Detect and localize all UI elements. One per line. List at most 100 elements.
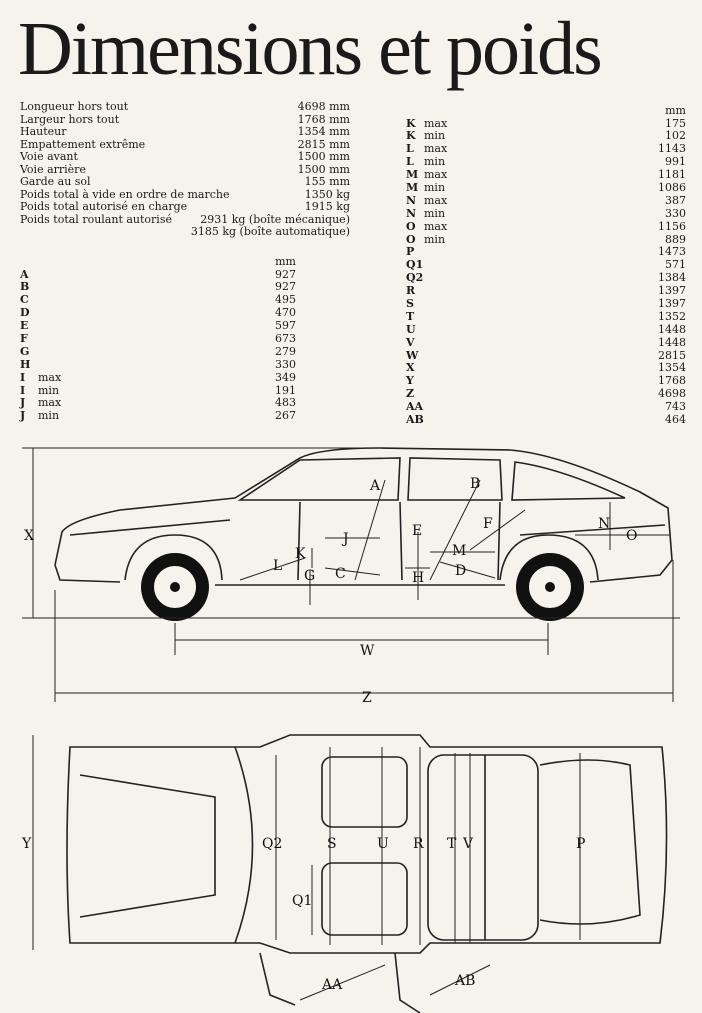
label-v: V xyxy=(462,836,474,852)
page-title: Dimensions et poids xyxy=(18,7,603,91)
dimension-qualifier xyxy=(38,269,98,282)
dimension-value: 1181 xyxy=(658,168,686,182)
dimension-letter: P xyxy=(406,245,415,259)
dimension-row: Q2 1384 xyxy=(406,271,686,285)
label-s: S xyxy=(327,836,337,852)
label-q1: Q1 xyxy=(292,893,312,909)
unit-label: mm xyxy=(665,104,686,117)
dimension-value: 387 xyxy=(665,193,686,207)
dimension-qualifier xyxy=(424,259,484,272)
dimension-value: 470 xyxy=(275,306,296,320)
label-x: X xyxy=(24,528,34,544)
dimension-letter: G xyxy=(20,344,30,358)
dimension-letter: U xyxy=(406,322,416,336)
dimension-letter: C xyxy=(20,293,29,307)
dimension-qualifier xyxy=(424,311,484,324)
dimension-qualifier: max xyxy=(424,168,448,182)
dimension-qualifier xyxy=(424,362,484,375)
dimension-qualifier: min xyxy=(38,383,60,397)
side-view-drawing: X W Z A B E F J K L G C H M D N O xyxy=(22,447,680,705)
dimension-value: 889 xyxy=(665,232,686,246)
front-window xyxy=(237,457,401,501)
label-e: E xyxy=(412,523,422,539)
rear-quarter-window xyxy=(511,461,626,501)
spec-row: 3185 kg (boîte automatique) xyxy=(190,225,350,238)
dimension-qualifier xyxy=(38,320,98,333)
label-c: C xyxy=(335,566,346,582)
dimension-letter: K xyxy=(406,129,416,143)
dimension-letter: Y xyxy=(406,374,414,388)
dimension-value: 1397 xyxy=(658,284,686,298)
dimension-letter: F xyxy=(20,331,28,345)
label-b: B xyxy=(470,476,480,492)
dimension-qualifier: max xyxy=(38,396,62,410)
dimension-qualifier xyxy=(38,346,98,359)
label-aa: AA xyxy=(321,977,343,993)
dimension-qualifier: min xyxy=(424,206,446,220)
label-m: M xyxy=(452,543,466,559)
dimension-value: 1384 xyxy=(658,271,686,285)
label-o: O xyxy=(626,528,637,544)
dimension-letter: B xyxy=(20,280,30,294)
dimension-value: 483 xyxy=(275,396,296,410)
dimension-qualifier xyxy=(424,337,484,350)
dimension-letter: J xyxy=(20,409,26,423)
dim-line-l xyxy=(239,557,306,581)
door-lines xyxy=(297,501,501,581)
tail-line xyxy=(519,524,666,536)
dimension-value: 2815 xyxy=(658,348,686,362)
car-body-outline xyxy=(54,447,673,583)
dimension-letter: K xyxy=(406,116,416,130)
dimension-letter: Q1 xyxy=(406,258,424,272)
label-z: Z xyxy=(362,690,372,705)
dimension-letter: M xyxy=(406,180,419,194)
dimension-value: 175 xyxy=(665,116,686,130)
label-p: P xyxy=(576,836,585,852)
dimension-letter: W xyxy=(406,348,419,362)
dimension-letter: AB xyxy=(406,412,424,426)
dimension-letter: X xyxy=(406,361,415,375)
car-top-outline xyxy=(66,734,668,954)
dimension-value: 743 xyxy=(665,400,686,414)
dimension-qualifier xyxy=(424,388,484,401)
dimension-letter: H xyxy=(20,357,31,371)
dimension-value: 1448 xyxy=(658,322,686,336)
dimension-qualifier: max xyxy=(424,142,448,156)
dim-line-f xyxy=(469,509,526,551)
dimension-letter: Q2 xyxy=(406,271,424,285)
label-l: L xyxy=(273,558,282,574)
dimension-letter: R xyxy=(406,284,416,298)
dimension-value: 102 xyxy=(665,129,686,143)
dimension-letter: L xyxy=(406,155,414,169)
dimension-value: 597 xyxy=(275,319,296,333)
dimension-letter: V xyxy=(406,335,415,349)
dimension-qualifier xyxy=(38,359,98,372)
dimension-value: 1352 xyxy=(658,309,686,323)
label-ab: AB xyxy=(454,973,475,989)
dimension-letter: A xyxy=(20,267,29,281)
dimension-row: R 1397 xyxy=(406,284,686,298)
dimension-qualifier xyxy=(424,246,484,259)
front-wheel-arch xyxy=(124,534,223,581)
dimension-value: 991 xyxy=(665,155,686,169)
dimension-qualifier: min xyxy=(38,409,60,423)
dimension-letter: I xyxy=(20,370,26,384)
